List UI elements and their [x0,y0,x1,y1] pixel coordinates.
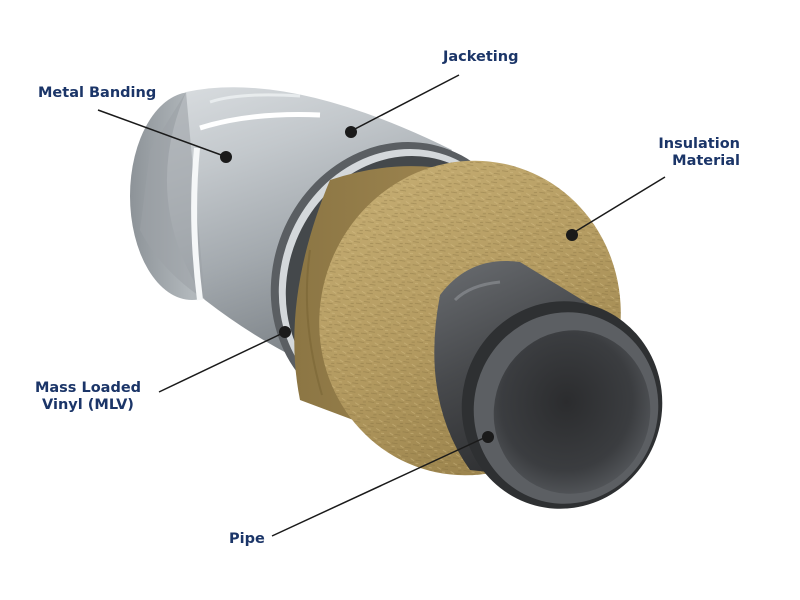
leader-line-metal-banding [97,109,225,157]
callout-dot-mlv [279,326,291,338]
label-mlv-line1: Mass Loaded [34,380,142,396]
jacket-shadow-side [140,92,205,300]
label-insulation-line1: Insulation [658,136,740,152]
label-insulation-material: Insulation Material [638,136,740,170]
callout-dot-metal-banding [220,151,232,163]
label-mlv: Mass Loaded Vinyl (MLV) [28,380,148,414]
label-pipe: Pipe [229,531,265,547]
pipe-bore [493,330,651,494]
label-insulation-line2: Material [672,153,740,169]
pipe-highlight [453,280,501,302]
leader-line-jacketing [352,74,460,131]
callout-dot-jacketing [345,126,357,138]
callout-dot-pipe [482,431,494,443]
leader-lines [97,74,666,537]
leader-line-mlv [158,332,284,393]
insulation-seam [305,249,323,396]
jacket-highlight [209,93,301,104]
metal-band-seam [191,147,203,301]
leader-line-insulation [572,176,666,234]
metal-band-seam-top [199,112,321,131]
callout-dot-insulation [566,229,578,241]
label-jacketing: Jacketing [443,49,519,65]
pipe [434,260,663,509]
label-mlv-line2: Vinyl (MLV) [42,397,134,413]
leader-line-pipe [271,436,487,537]
label-metal-banding: Metal Banding [38,85,157,101]
callout-dots [220,126,578,443]
